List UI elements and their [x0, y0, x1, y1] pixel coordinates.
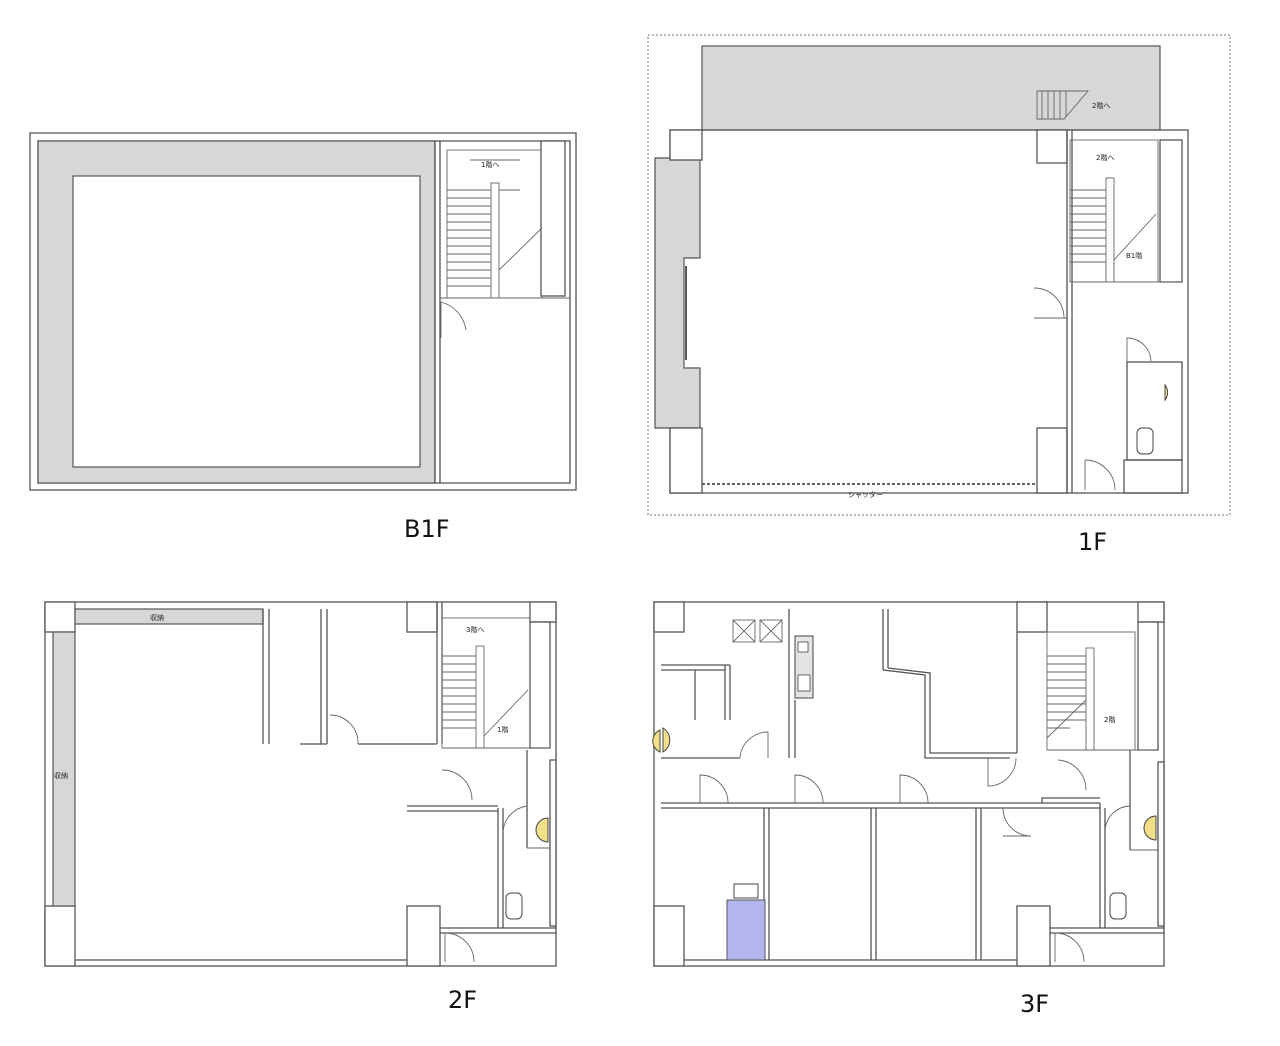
2f-stair-down-note: 1階 — [497, 725, 508, 734]
floor-label-b1f: B1F — [404, 515, 450, 543]
b1f-door — [440, 301, 467, 338]
1f-sink-icon — [1164, 383, 1169, 402]
1f-toilet-room — [1126, 361, 1183, 461]
2f-top-storage — [74, 608, 264, 625]
2f-left-storage-label: 収納 — [54, 771, 68, 780]
1f-canopy — [701, 45, 1161, 131]
2f-outer-wall — [44, 601, 557, 967]
b1f-main-room — [72, 175, 421, 468]
1f-shutter-label: シャッター — [848, 490, 883, 499]
3f-staircase: 2階 — [1046, 631, 1136, 751]
floor-label-1f: 1F — [1078, 528, 1108, 556]
plan-2f: 収納 収納 3階へ — [44, 601, 557, 967]
1f-stair-note: 2階へ — [1096, 153, 1114, 162]
3f-sink-icon — [662, 727, 671, 753]
1f-stair-down-note: B1階 — [1126, 251, 1142, 260]
2f-stair-note: 3階へ — [466, 625, 484, 634]
1f-main-door — [1033, 287, 1067, 319]
3f-bathtub — [726, 899, 766, 961]
2f-top-storage-label: 収納 — [150, 613, 164, 622]
3f-toilet-icon — [1109, 892, 1127, 920]
2f-sink-icon — [535, 817, 549, 843]
1f-canopy-stair — [1036, 90, 1089, 120]
plan-1f: 2階へ シャッター 2階へ B1階 — [647, 34, 1231, 516]
3f-toilet-sink-icon — [1143, 815, 1157, 841]
2f-toilet-icon — [505, 892, 523, 920]
floor-label-3f: 3F — [1020, 990, 1050, 1018]
2f-left-storage — [52, 631, 76, 907]
2f-room-door — [329, 714, 359, 745]
1f-staircase: 2階へ B1階 — [1069, 139, 1159, 283]
1f-side-shaded — [654, 157, 701, 429]
2f-staircase: 3階へ 1階 — [441, 617, 531, 749]
1f-toilet-icon — [1136, 427, 1154, 455]
3f-stair-down-note: 2階 — [1104, 715, 1115, 724]
plan-3f: 2階 — [652, 601, 1165, 967]
b1f-stair-note: 1階へ — [481, 160, 499, 169]
plan-b1f: 1階へ — [29, 132, 577, 491]
floor-label-2f: 2F — [448, 986, 478, 1014]
1f-upper-stair-note: 2階へ — [1092, 101, 1110, 110]
1f-outer-wall — [669, 129, 1189, 494]
1f-site-boundary — [647, 34, 1231, 516]
